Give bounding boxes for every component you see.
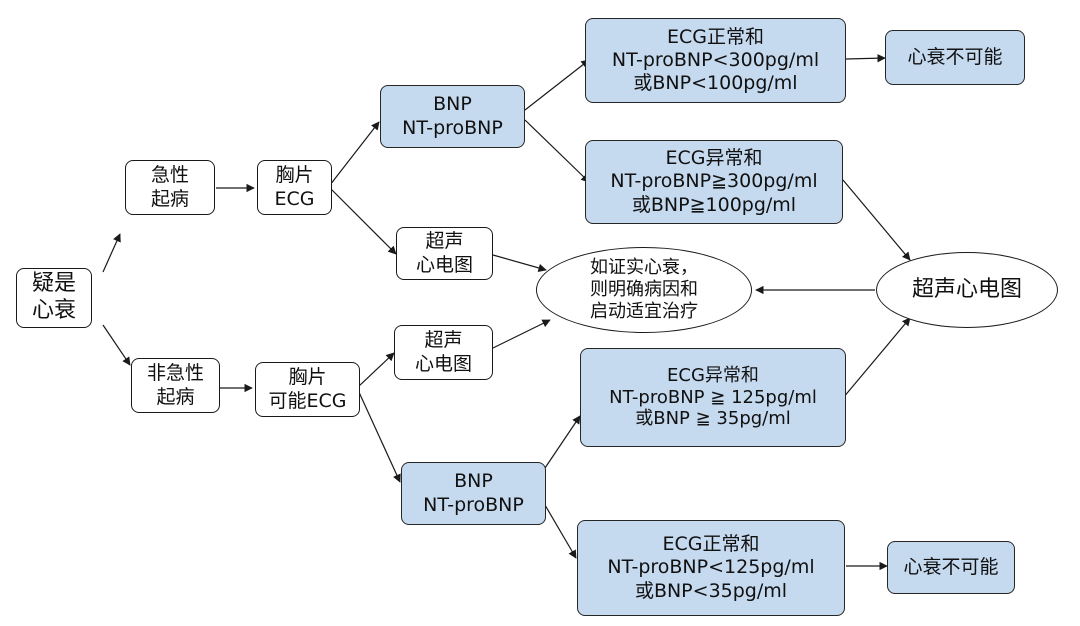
- node-text-line: 心衰不可能: [903, 555, 999, 578]
- node-text-line: 心衰不可能: [907, 45, 1003, 68]
- node-hf-unlikely-bottom: 心衰不可能: [887, 541, 1015, 594]
- node-confirm-treatment: 如证实心衰， 则明确病因和 启动适宜治疗: [536, 247, 752, 333]
- node-text-line: 疑是: [31, 271, 76, 297]
- arrow-normal-to-unlikely: [845, 53, 886, 63]
- node-text-line: 起病: [150, 187, 189, 210]
- node-acute-normal-criteria: ECG正常和 NT-proBNP<300pg/ml 或BNP<100pg/ml: [585, 18, 846, 103]
- node-nonacute-chest-ecg: 胸片 可能ECG: [255, 362, 360, 417]
- node-text-line: 非急性: [146, 362, 204, 385]
- node-text-line: 或BNP≧100pg/ml: [631, 193, 797, 216]
- arrow-chest2-to-echo2: [357, 352, 395, 388]
- arrow-bnp2-to-normal: [544, 504, 577, 559]
- node-text-line: 超声: [425, 230, 464, 253]
- node-acute-bnp: BNP NT-proBNP: [380, 85, 525, 148]
- node-hf-unlikely-top: 心衰不可能: [885, 30, 1025, 85]
- node-text-line: 急性: [150, 164, 189, 187]
- node-text-line: ECG正常和: [667, 25, 764, 48]
- node-text-line: 起病: [156, 385, 195, 408]
- node-acute-abnormal-criteria: ECG异常和 NT-proBNP≧300pg/ml 或BNP≧100pg/ml: [585, 140, 843, 224]
- arrow-bnp-to-abnormal: [524, 119, 590, 183]
- node-nonacute-echo: 超声 心电图: [394, 325, 493, 380]
- node-text-line: 心电图: [414, 352, 472, 375]
- node-text-line: BNP: [454, 470, 493, 493]
- arrow-abnormal2-to-echo-right: [842, 317, 911, 399]
- node-text-line: ECG异常和: [667, 364, 759, 386]
- node-acute-echo: 超声 心电图: [396, 227, 493, 280]
- node-text-line: ECG异常和: [665, 147, 763, 170]
- node-text-line: 则明确病因和: [590, 279, 698, 301]
- node-nonacute-onset: 非急性 起病: [131, 358, 220, 413]
- arrow-suspected-to-acute: [102, 233, 121, 273]
- arrow-echo2-to-confirm: [492, 319, 551, 349]
- node-text-line: 胸片: [275, 164, 314, 187]
- node-suspected-heart-failure: 疑是 心衰: [16, 268, 92, 328]
- arrow-abnormal-to-echo-right: [842, 179, 911, 261]
- node-text-line: 超声心电图: [911, 276, 1022, 302]
- arrow-echo-to-confirm: [492, 254, 547, 272]
- node-text-line: 可能ECG: [268, 389, 347, 412]
- node-text-line: 或BNP ≧ 35pg/ml: [635, 408, 791, 430]
- node-text-line: 或BNP<35pg/ml: [634, 579, 788, 602]
- node-text-line: 超声: [424, 329, 463, 352]
- arrow-chest2-to-bnp2: [357, 389, 401, 483]
- node-text-line: NT-proBNP<300pg/ml: [611, 48, 820, 71]
- arrow-chest-to-echo: [329, 187, 397, 255]
- node-echo-right: 超声心电图: [876, 252, 1058, 328]
- node-text-line: ECG: [274, 187, 315, 210]
- arrow-chest-to-bnp: [329, 121, 380, 186]
- node-acute-chest-ecg: 胸片 ECG: [257, 160, 332, 215]
- node-acute-onset: 急性 起病: [125, 160, 215, 215]
- node-text-line: 或BNP<100pg/ml: [633, 72, 798, 95]
- node-text-line: 心电图: [415, 253, 473, 276]
- arrow-suspected-to-nonacute: [102, 324, 131, 366]
- node-text-line: NT-proBNP: [423, 493, 524, 516]
- node-text-line: 启动适宜治疗: [590, 300, 698, 322]
- node-text-line: ECG正常和: [662, 533, 760, 556]
- node-text-line: 心衰: [31, 298, 76, 323]
- arrow-bnp-to-normal: [524, 59, 590, 111]
- arrow-bnp2-to-abnormal: [544, 415, 581, 469]
- node-nonacute-abnormal-criteria: ECG异常和 NT-proBNP ≧ 125pg/ml 或BNP ≧ 35pg/…: [580, 348, 846, 447]
- node-text-line: BNP: [433, 93, 472, 116]
- node-text-line: NT-proBNP<125pg/ml: [607, 556, 815, 579]
- node-text-line: NT-proBNP≧300pg/ml: [610, 170, 818, 193]
- node-text-line: NT-proBNP: [402, 116, 503, 139]
- node-text-line: 如证实心衰，: [590, 257, 698, 279]
- node-nonacute-bnp: BNP NT-proBNP: [401, 462, 546, 525]
- node-nonacute-normal-criteria: ECG正常和 NT-proBNP<125pg/ml 或BNP<35pg/ml: [577, 520, 845, 616]
- node-text-line: 胸片: [288, 366, 327, 389]
- node-text-line: NT-proBNP ≧ 125pg/ml: [609, 386, 817, 408]
